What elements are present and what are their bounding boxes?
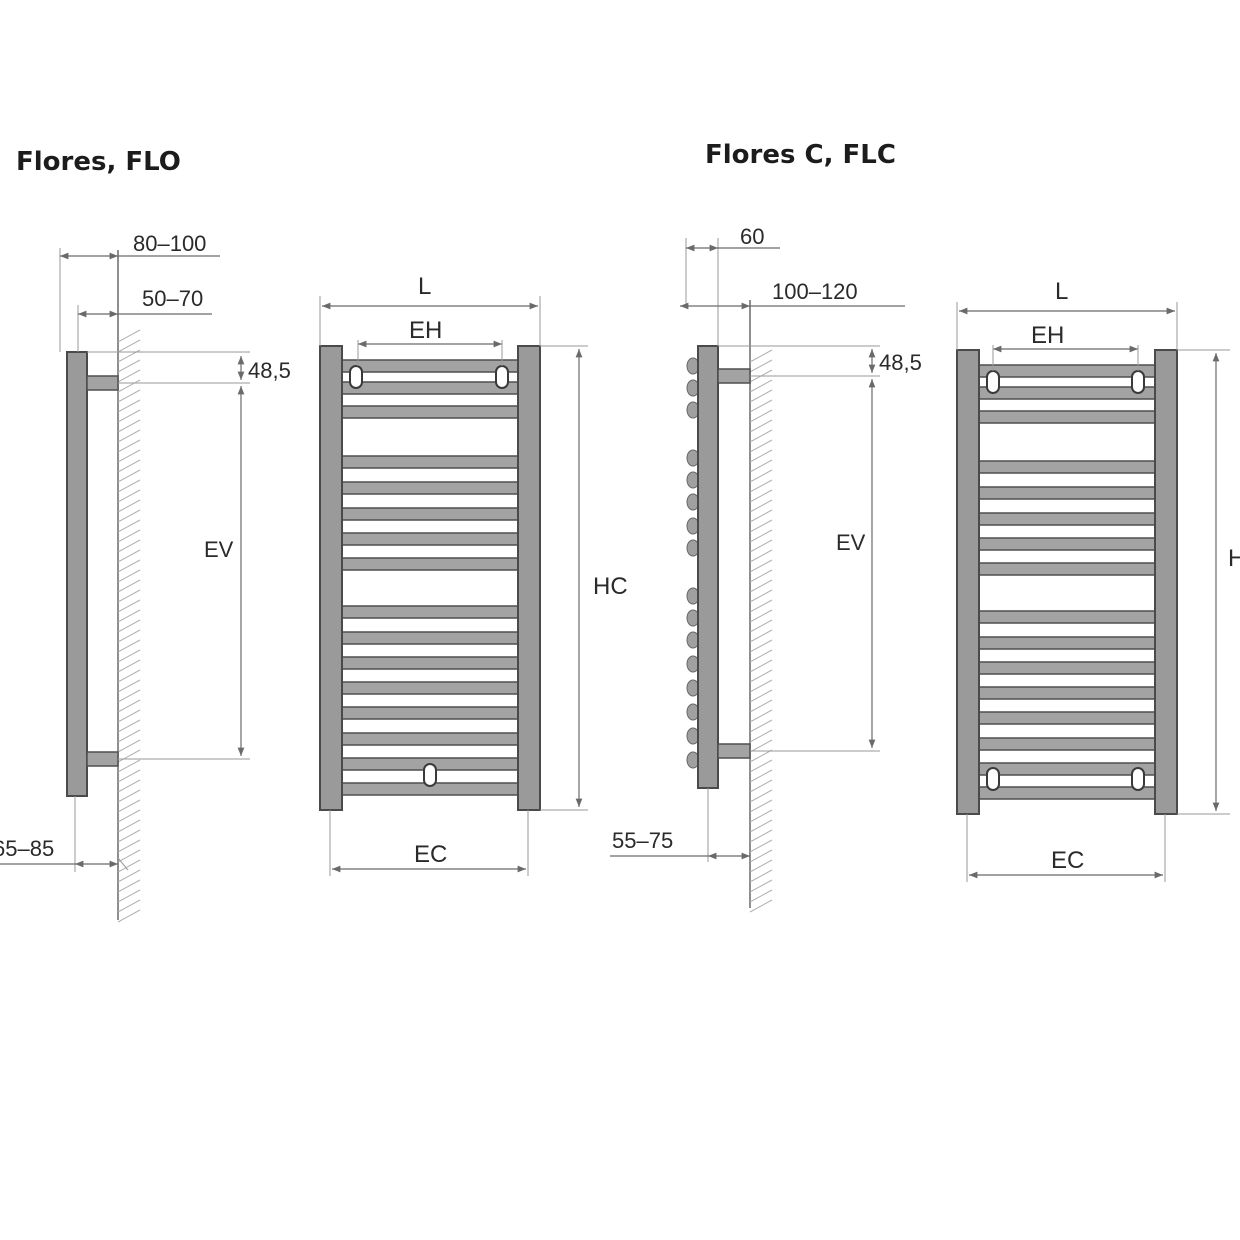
flo-side-view: 80–100 50–70 48,5 EV 65–85 [0, 231, 291, 923]
towel-bar [341, 605, 519, 619]
title-flores-flo: Flores, FLO [16, 147, 181, 177]
flo-front-view: L EH HC EC [319, 273, 628, 876]
towel-bar [341, 381, 519, 395]
flo-wall-hatch [117, 329, 141, 923]
flo-horizontal-spacing-label: EH [409, 317, 442, 344]
flo-front-bars [341, 359, 519, 796]
flc-vertical-spacing-label: EV [836, 530, 866, 555]
flo-side-top-bracket [86, 375, 119, 391]
flo-side-radiator-body [66, 351, 88, 797]
towel-bar [978, 786, 1156, 800]
towel-bar [978, 762, 1156, 776]
towel-bar [341, 455, 519, 469]
towel-bar [341, 481, 519, 495]
flo-side-bottom-bracket [86, 751, 119, 767]
flc-side-bottom-bracket [717, 743, 751, 759]
flc-top-left-connection [986, 370, 1000, 394]
flc-bottom-right-connection [1131, 767, 1145, 791]
flc-bottom-offset-label: 55–75 [612, 828, 673, 853]
towel-bar [341, 532, 519, 546]
flc-side-radiator-body [697, 345, 719, 789]
towel-bar [341, 359, 519, 373]
towel-bar [978, 636, 1156, 650]
towel-bar [341, 507, 519, 521]
towel-bar [978, 537, 1156, 551]
towel-bar [341, 732, 519, 746]
towel-bar [978, 512, 1156, 526]
towel-bar [978, 460, 1156, 474]
flc-front-view: L EH HC EC [956, 278, 1240, 882]
towel-bar [978, 364, 1156, 378]
flc-horizontal-spacing-label: EH [1031, 322, 1064, 349]
flc-front-right-frame [1154, 349, 1178, 815]
flo-front-left-frame [319, 345, 343, 811]
flc-width-label: L [1055, 278, 1068, 305]
towel-bar [978, 661, 1156, 675]
flc-front-bars [978, 364, 1156, 800]
flo-width-label: L [418, 273, 431, 300]
towel-bar [341, 557, 519, 571]
flo-center-spacing-label: EC [414, 841, 447, 868]
flo-front-right-frame [517, 345, 541, 811]
flo-vertical-spacing-label: EV [204, 537, 234, 562]
towel-bar [341, 656, 519, 670]
flo-top-left-connection [349, 365, 363, 389]
flo-bottom-connection [423, 763, 437, 787]
towel-bar [978, 610, 1156, 624]
towel-bar [978, 486, 1156, 500]
flc-side-bar-ends [686, 357, 700, 769]
flc-center-spacing-label: EC [1051, 847, 1084, 874]
towel-bar [978, 711, 1156, 725]
flc-height-label: HC [1228, 545, 1240, 572]
towel-bar [978, 386, 1156, 400]
towel-bar [341, 706, 519, 720]
flc-depth-bar-label: 60 [740, 224, 764, 249]
flc-bottom-left-connection [986, 767, 1000, 791]
towel-bar [978, 410, 1156, 424]
flo-height-label: HC [593, 573, 628, 600]
flc-top-offset-label: 48,5 [879, 350, 922, 375]
towel-bar [978, 737, 1156, 751]
flc-top-right-connection [1131, 370, 1145, 394]
title-flores-c-flc: Flores C, FLC [705, 140, 896, 170]
towel-bar [341, 631, 519, 645]
flo-bottom-offset-label: 65–85 [0, 836, 54, 861]
towel-bar [341, 681, 519, 695]
towel-bar [978, 686, 1156, 700]
flo-top-offset-label: 48,5 [248, 358, 291, 383]
towel-bar [341, 405, 519, 419]
flc-wall-hatch [749, 349, 773, 913]
flc-side-top-bracket [717, 368, 751, 384]
flc-front-left-frame [956, 349, 980, 815]
flc-side-view: 60 100–120 48,5 EV 55–75 [610, 224, 922, 913]
flc-depth-total-label: 100–120 [772, 279, 858, 304]
flo-depth-total-label: 80–100 [133, 231, 206, 256]
towel-bar [978, 562, 1156, 576]
flo-depth-wall-label: 50–70 [142, 286, 203, 311]
flo-top-right-connection [495, 365, 509, 389]
